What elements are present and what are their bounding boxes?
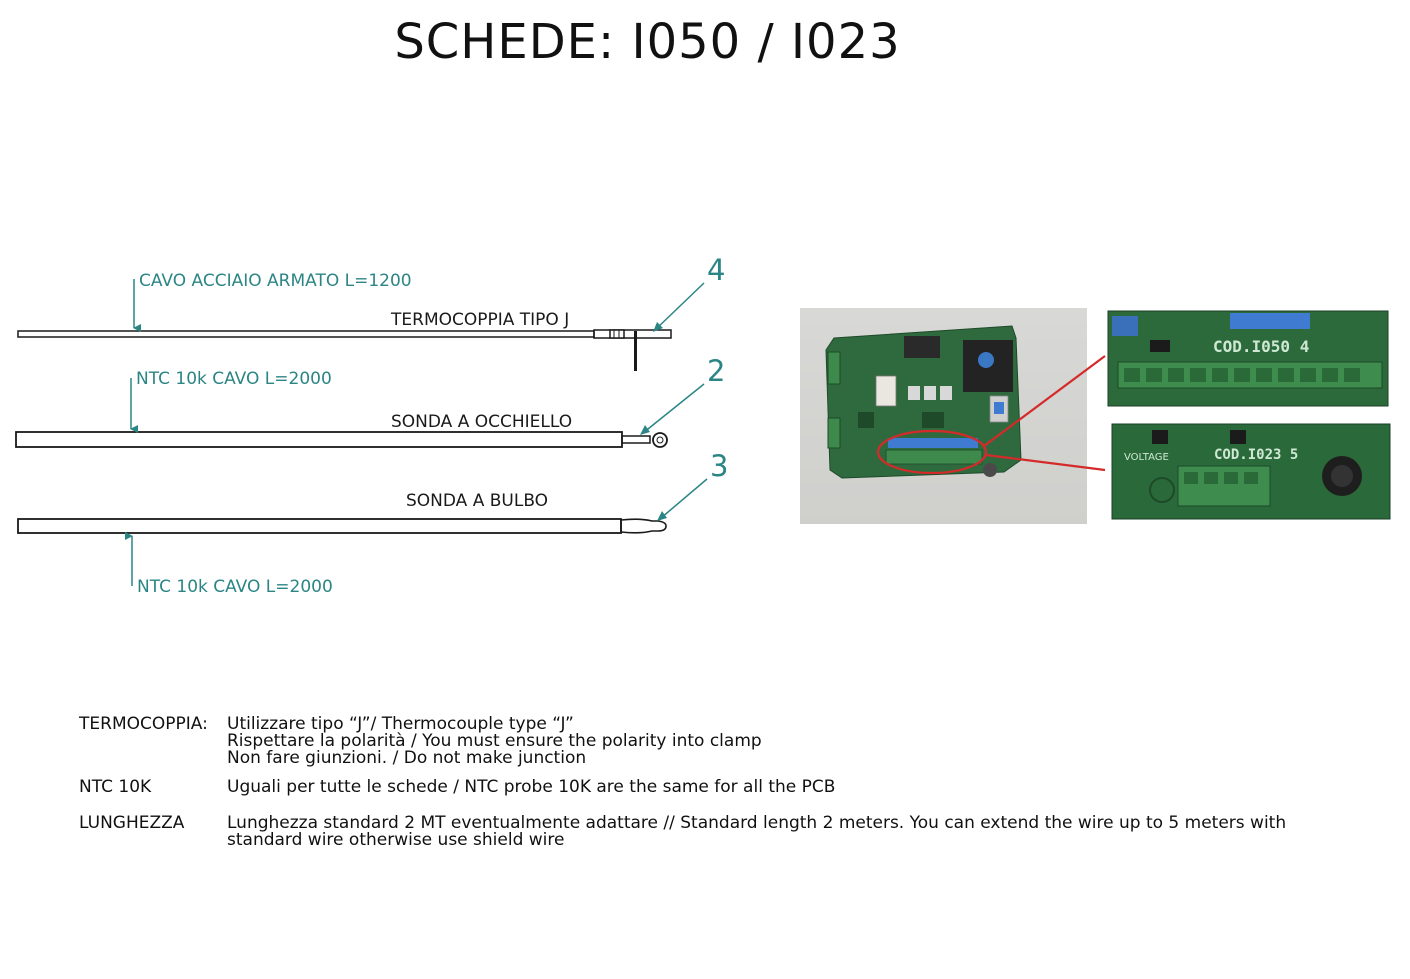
probe-3-cable	[17, 518, 622, 534]
note-length: LUNGHEZZA Lunghezza standard 2 MT eventu…	[79, 815, 1399, 849]
notes-section: TERMOCOPPIA: Utilizzare tipo “J”/ Thermo…	[79, 716, 1399, 849]
pcb-photo	[800, 308, 1106, 524]
zoom-i050: COD.I050 4	[1107, 310, 1389, 407]
probe-3-number: 3	[710, 449, 728, 483]
note-length-line: standard wire otherwise use shield wire	[227, 830, 565, 850]
zoom-i050-label: COD.I050 4	[1213, 337, 1309, 356]
probe-2-leader	[642, 383, 705, 434]
probe-4-sheath	[593, 329, 672, 339]
highlight-ellipse	[876, 429, 988, 475]
highlight-connector-top	[983, 355, 1106, 447]
note-ntc-key: NTC 10K	[79, 777, 152, 797]
probe-4-name: TERMOCOPPIA TIPO J	[390, 310, 569, 330]
page-title: SCHEDE: I050 / I023	[394, 14, 901, 70]
probe-thermocouple: CAVO ACCIAIO ARMATO L=1200 TERMOCOPPIA T…	[17, 253, 725, 371]
probe-4-number: 4	[707, 253, 725, 287]
probe-4-cable-label: CAVO ACCIAIO ARMATO L=1200	[139, 271, 412, 291]
probe-3-cable-label: NTC 10k CAVO L=2000	[137, 577, 333, 597]
probe-2-eyelet	[652, 432, 668, 448]
probe-2-tube	[621, 435, 651, 444]
probe-bulb: NTC 10k CAVO L=2000 SONDA A BULBO 3	[17, 449, 728, 597]
probe-3-bulb	[620, 518, 667, 534]
probe-4-cable	[17, 330, 595, 338]
note-thermocouple: TERMOCOPPIA: Utilizzare tipo “J”/ Thermo…	[79, 716, 1399, 767]
zoom-i023: VOLTAGE COD.I023 5	[1111, 423, 1391, 520]
note-thermocouple-line: Utilizzare tipo “J”/ Thermocouple type “…	[227, 714, 574, 734]
probe-4-leader	[654, 282, 705, 331]
probe-2-name: SONDA A OCCHIELLO	[391, 412, 572, 432]
probe-2-cable-label: NTC 10k CAVO L=2000	[136, 369, 332, 389]
note-thermocouple-key: TERMOCOPPIA:	[79, 714, 208, 734]
note-thermocouple-line: Rispettare la polarità / You must ensure…	[227, 731, 762, 751]
highlight-connector-bottom	[985, 453, 1106, 472]
note-length-key: LUNGHEZZA	[79, 813, 185, 833]
probe-3-leader	[660, 478, 708, 519]
probe-eyelet: NTC 10k CAVO L=2000 SONDA A OCCHIELLO 2	[15, 354, 725, 448]
probe-3-name: SONDA A BULBO	[406, 491, 548, 511]
note-thermocouple-line: Non fare giunzioni. / Do not make juncti…	[227, 748, 587, 768]
zoom-i023-sublabel: VOLTAGE	[1124, 452, 1169, 463]
zoom-i023-label: COD.I023 5	[1214, 447, 1298, 463]
probe-4-tip	[634, 331, 637, 371]
probe-4-nut	[609, 329, 625, 339]
probe-2-cable	[15, 431, 623, 448]
note-ntc: NTC 10K Uguali per tutte le schede / NTC…	[79, 779, 1399, 796]
note-length-line: Lunghezza standard 2 MT eventualmente ad…	[227, 813, 1287, 833]
note-ntc-line: Uguali per tutte le schede / NTC probe 1…	[227, 777, 836, 797]
probe-2-number: 2	[707, 354, 725, 388]
